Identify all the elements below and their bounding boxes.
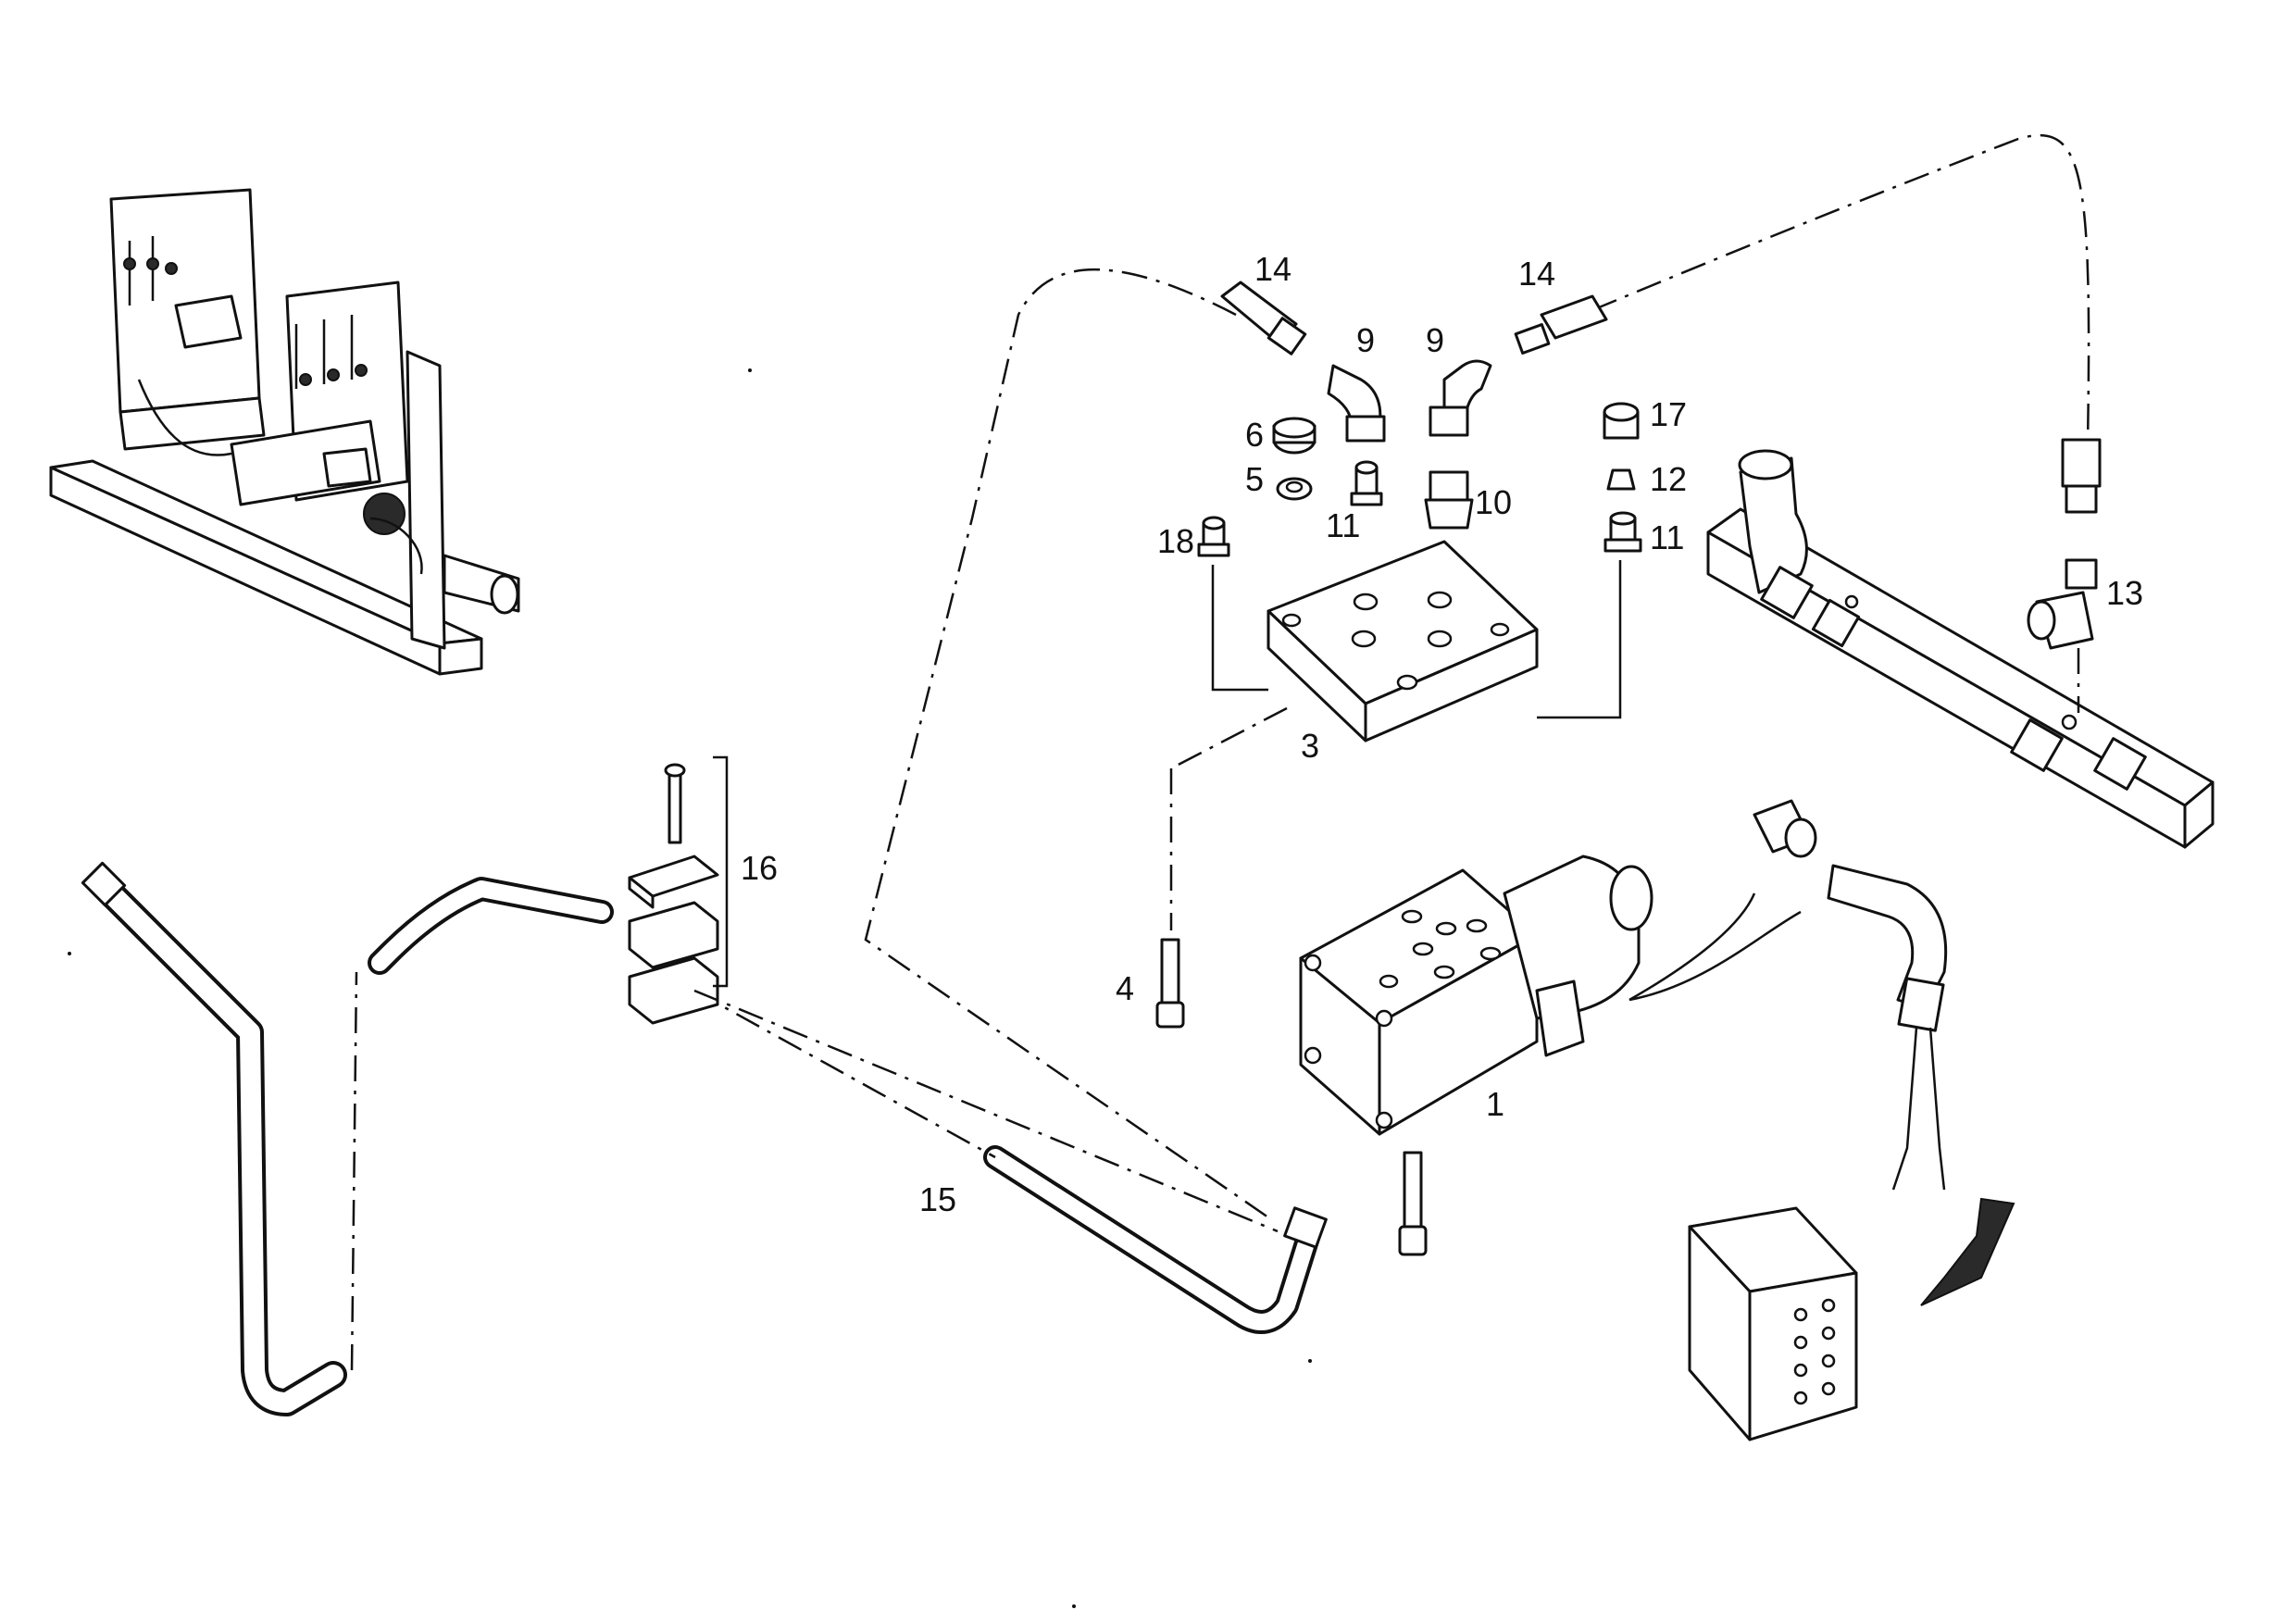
- pipe-15: [368, 877, 1328, 1334]
- callout-16: 16: [741, 849, 778, 887]
- fitting-14-right: [1514, 294, 1608, 355]
- junction-box-holes: [1793, 1298, 1836, 1405]
- junction-box: [1688, 1206, 1858, 1441]
- callout-10: 10: [1475, 483, 1512, 521]
- callout-6: 6: [1245, 416, 1264, 454]
- subplate-holes: [1281, 591, 1510, 691]
- fitting-14-left: [1220, 281, 1307, 356]
- callout-5: 5: [1245, 460, 1264, 498]
- bolt-lower: [1398, 1151, 1428, 1256]
- plug-11-left: [1350, 460, 1383, 506]
- callout-14-left: 14: [1254, 250, 1292, 288]
- nut-6: [1272, 417, 1316, 455]
- washer-5: [1276, 477, 1313, 501]
- callout-1: 1: [1486, 1085, 1504, 1123]
- callout-18: 18: [1157, 522, 1194, 560]
- callout-13: 13: [2106, 574, 2143, 612]
- scan-specks: [68, 368, 1312, 1608]
- callout-3: 3: [1301, 727, 1319, 765]
- callout-17: 17: [1650, 395, 1687, 433]
- subplate-3: [1169, 540, 1622, 930]
- elbow-9-right: [1429, 359, 1492, 437]
- callout-9-right: 9: [1426, 321, 1444, 359]
- plug-12: [1606, 468, 1636, 491]
- plug-18: [1197, 516, 1230, 557]
- callout-9-left: 9: [1356, 321, 1375, 359]
- bolt-4: [1155, 938, 1185, 1029]
- hose-left: [81, 861, 358, 1416]
- callout-11-right: 11: [1650, 518, 1684, 556]
- hose-leaders: [864, 133, 2090, 1219]
- plug-11-right: [1603, 511, 1642, 553]
- valve-holes: [1379, 909, 1502, 989]
- callout-12: 12: [1650, 460, 1687, 498]
- plug-17: [1603, 402, 1640, 440]
- valve-1: [1299, 855, 1802, 1136]
- cable-connector: [1753, 799, 2015, 1306]
- elbow-9-left: [1327, 364, 1386, 443]
- manifold: [1706, 449, 2215, 849]
- fitting-13: [2027, 438, 2102, 713]
- callout-15: 15: [919, 1180, 956, 1218]
- clamp-16: [628, 755, 1279, 1233]
- callout-14-right: 14: [1518, 255, 1555, 293]
- adapter-10: [1424, 470, 1474, 530]
- callout-labels: 1 3 4 5 6 9 9 10 11 11 12 13 14 14 15 16…: [741, 250, 2143, 1218]
- overview-assembly: [49, 188, 520, 676]
- callout-4: 4: [1116, 969, 1134, 1007]
- callout-11-left: 11: [1326, 506, 1360, 544]
